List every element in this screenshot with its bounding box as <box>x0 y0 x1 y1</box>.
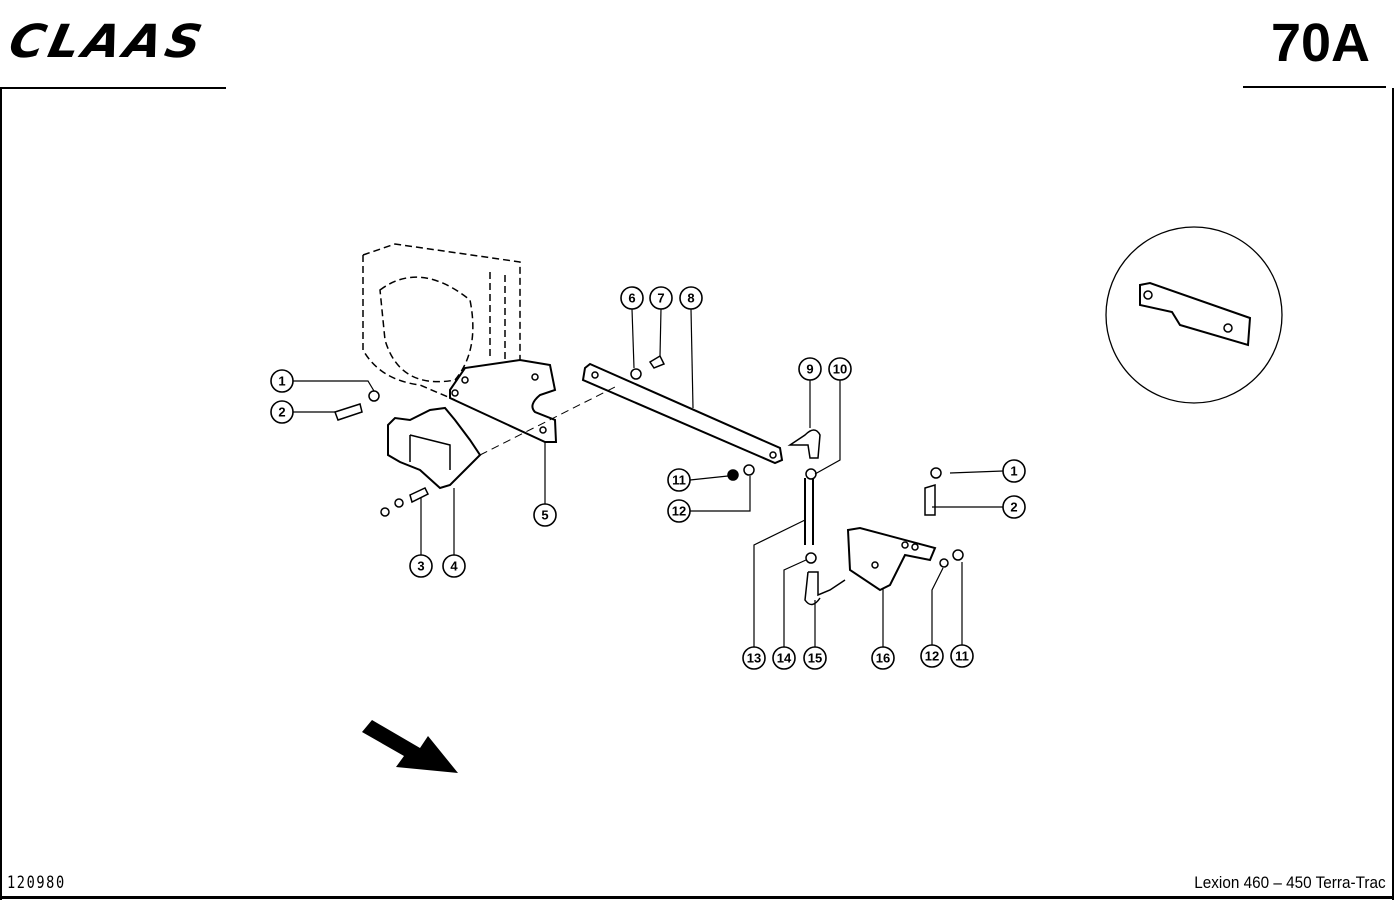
callout-1: 1 <box>270 369 294 393</box>
svg-text:7: 7 <box>657 291 664 306</box>
direction-arrow-icon <box>362 720 458 773</box>
link-bar-part-8 <box>581 362 784 465</box>
sensor-part-4 <box>387 406 482 490</box>
svg-text:14: 14 <box>777 651 792 666</box>
frame-right <box>1392 88 1394 900</box>
callout-12: 12 <box>920 644 944 668</box>
svg-text:8: 8 <box>687 291 694 306</box>
callout-12: 12 <box>667 499 691 523</box>
callout-5: 5 <box>533 503 557 527</box>
bracket-part-16 <box>846 526 937 592</box>
callout-14: 14 <box>772 646 796 670</box>
svg-text:11: 11 <box>672 473 686 488</box>
callout-2: 2 <box>1002 495 1026 519</box>
detail-inset <box>1105 226 1283 404</box>
callout-3: 3 <box>409 554 433 578</box>
svg-text:3: 3 <box>417 559 424 574</box>
svg-text:2: 2 <box>1010 500 1017 515</box>
callout-16: 16 <box>871 646 895 670</box>
callout-4: 4 <box>442 554 466 578</box>
callout-13: 13 <box>742 646 766 670</box>
frame-bottom <box>0 896 1394 899</box>
svg-text:12: 12 <box>925 649 939 664</box>
page-number: 70A <box>1270 13 1370 73</box>
frame-left <box>0 88 2 900</box>
bracket-part-5 <box>449 358 558 443</box>
svg-text:5: 5 <box>541 508 548 523</box>
svg-text:10: 10 <box>833 362 847 377</box>
svg-text:16: 16 <box>876 651 890 666</box>
housing-outline <box>362 243 521 401</box>
callout-2: 2 <box>270 400 294 424</box>
svg-text:6: 6 <box>628 291 635 306</box>
model-name: Lexion 460 – 450 Terra-Trac <box>1194 873 1386 892</box>
callout-6: 6 <box>620 286 644 310</box>
svg-text:2: 2 <box>278 405 285 420</box>
svg-text:1: 1 <box>278 374 285 389</box>
threaded-rod-part-13 <box>804 478 814 545</box>
callout-10: 10 <box>828 357 852 381</box>
header-rule-left <box>0 87 226 89</box>
callout-15: 15 <box>803 646 827 670</box>
svg-text:1: 1 <box>1010 464 1017 479</box>
svg-text:4: 4 <box>450 559 458 574</box>
callout-1: 1 <box>1002 459 1026 483</box>
callout-9: 9 <box>798 357 822 381</box>
svg-text:15: 15 <box>808 651 822 666</box>
document-number: 120980 <box>7 873 66 893</box>
callout-8: 8 <box>679 286 703 310</box>
callout-11: 11 <box>950 644 974 668</box>
svg-text:12: 12 <box>672 504 686 519</box>
callout-7: 7 <box>649 286 673 310</box>
svg-text:11: 11 <box>955 649 969 664</box>
svg-text:13: 13 <box>747 651 761 666</box>
svg-text:9: 9 <box>806 362 813 377</box>
header-rule-right <box>1243 86 1386 88</box>
ball-joint-part-9 <box>787 429 821 459</box>
callout-11: 11 <box>667 468 691 492</box>
